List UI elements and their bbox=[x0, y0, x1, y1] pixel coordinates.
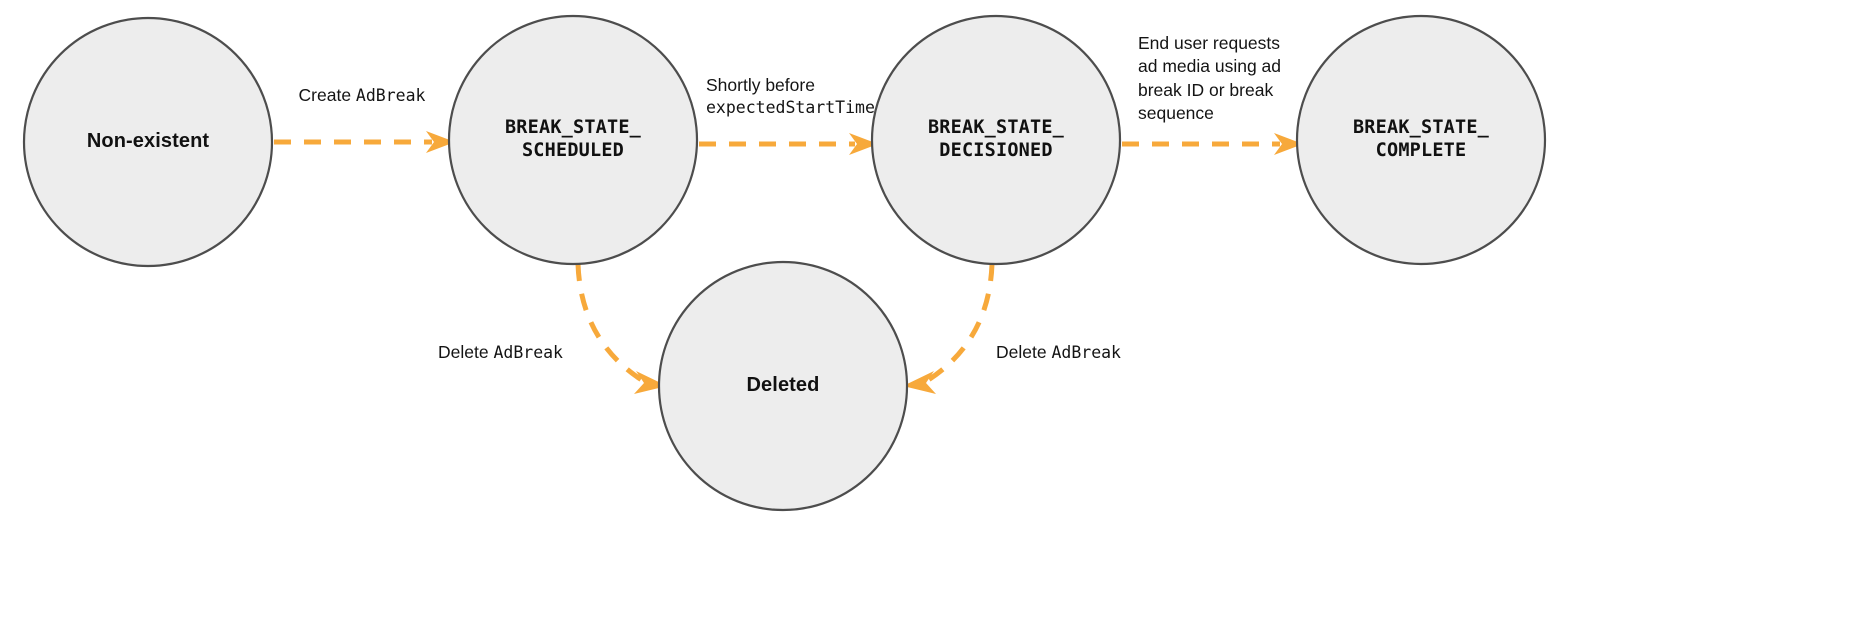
edge-scheduled-to-decisioned[interactable] bbox=[699, 133, 878, 155]
node-break-state-decisioned[interactable] bbox=[870, 14, 1122, 266]
node-deleted[interactable] bbox=[657, 260, 909, 512]
edge-layer bbox=[274, 131, 1303, 394]
edge-decisioned-to-complete[interactable] bbox=[1122, 133, 1303, 155]
edge-decisioned-to-deleted[interactable] bbox=[903, 263, 995, 394]
edge-create-adbreak-arrowhead bbox=[426, 131, 455, 153]
node-layer bbox=[22, 14, 1547, 512]
edge-scheduled-to-deleted-arrowhead bbox=[634, 371, 667, 394]
edge-scheduled-to-deleted[interactable] bbox=[575, 263, 667, 394]
node-non-existent[interactable] bbox=[22, 16, 274, 268]
node-break-state-complete[interactable] bbox=[1295, 14, 1547, 266]
edge-scheduled-to-decisioned-arrowhead bbox=[849, 133, 878, 155]
edge-decisioned-to-complete-arrowhead bbox=[1274, 133, 1303, 155]
edge-decisioned-to-deleted-line bbox=[918, 263, 995, 388]
edge-decisioned-to-deleted-arrowhead bbox=[903, 371, 936, 394]
edge-scheduled-to-deleted-line bbox=[575, 263, 652, 388]
node-break-state-scheduled[interactable] bbox=[447, 14, 699, 266]
edge-create-adbreak[interactable] bbox=[274, 131, 455, 153]
